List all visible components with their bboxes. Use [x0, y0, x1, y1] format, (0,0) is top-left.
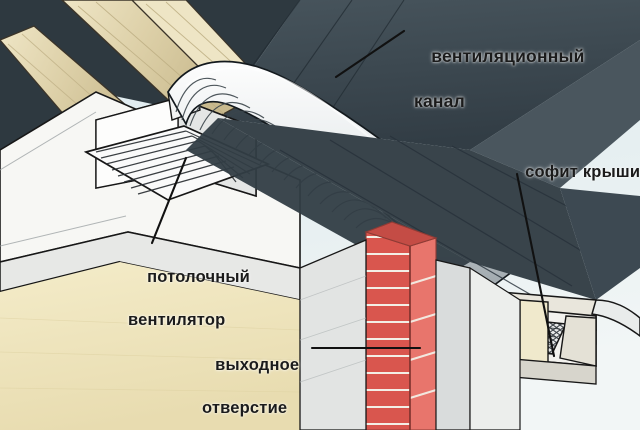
- label-outlet-opening-line1: выходное: [215, 356, 300, 375]
- soffit-leader: [515, 172, 556, 358]
- label-ventilation-duct-line2: канал: [414, 91, 465, 112]
- label-outlet-opening-line2: отверстие: [202, 399, 288, 418]
- duct-leader: [334, 29, 406, 79]
- label-outlet-opening: выходное отверстие: [196, 334, 299, 430]
- fan-leader: [150, 156, 188, 245]
- label-roof-soffit-line1: софит крыши: [525, 163, 640, 182]
- label-ventilation-duct-line1: вентиляционный: [431, 45, 585, 66]
- brick-column: [364, 221, 438, 430]
- label-ceiling-fan: потолочный вентилятор: [128, 246, 250, 375]
- label-ventilation-duct: вентиляционный канал: [411, 22, 585, 159]
- label-roof-soffit: софит крыши: [506, 141, 640, 205]
- label-ceiling-fan-line1: потолочный: [147, 268, 251, 287]
- label-ceiling-fan-line2: вентилятор: [128, 311, 226, 330]
